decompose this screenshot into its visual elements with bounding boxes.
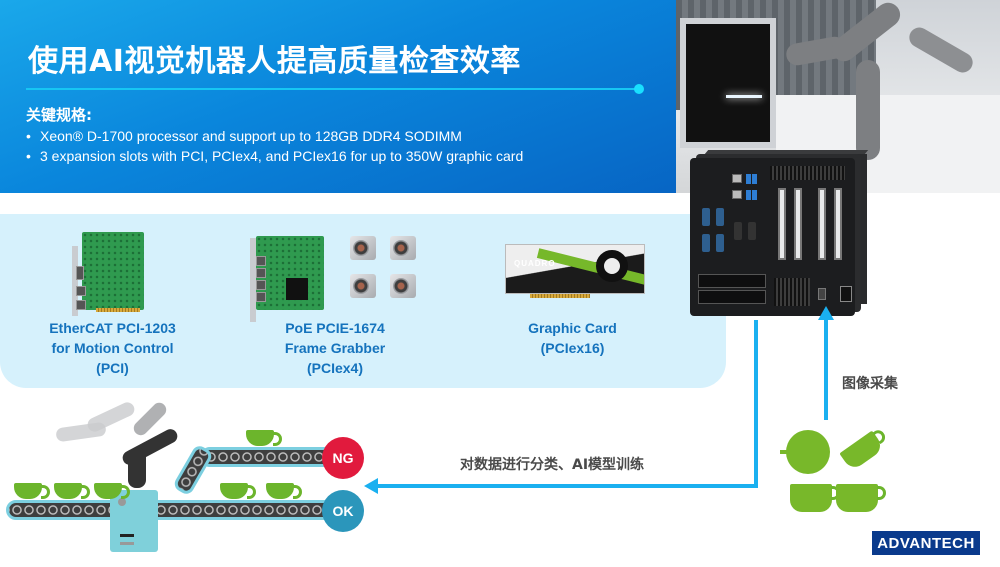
ethercat-card-image [82, 232, 144, 310]
spec-list: Xeon® D-1700 processor and support up to… [26, 126, 523, 166]
power-switch [818, 288, 826, 300]
graphic-card-image: QUADRO [505, 244, 645, 294]
ok-badge: OK [322, 490, 364, 532]
com-port [716, 234, 724, 252]
robot-arm-segment [905, 23, 977, 77]
drive-tray [698, 274, 766, 288]
poe-card-label: PoE PCIE-1674 Frame Grabber (PCIex4) [284, 320, 386, 376]
cup-tilted-icon [839, 430, 885, 472]
card-goldfinger [530, 294, 590, 298]
arrow-left-icon [364, 478, 378, 494]
vision-inspection-machine [110, 490, 158, 552]
drive-tray [698, 290, 766, 304]
robot-base-icon [128, 448, 146, 488]
cup-defect-icon [246, 430, 282, 446]
graphic-card-label: Graphic Card (PCIex16) [528, 320, 617, 356]
conveyor-ng-belt [200, 447, 340, 467]
com-port [734, 222, 742, 240]
card-bracket [250, 238, 256, 322]
expansion-slot [778, 188, 786, 260]
photo-light [726, 95, 762, 98]
usb-port [752, 190, 757, 200]
card-port [256, 268, 266, 278]
card-goldfinger [96, 308, 140, 312]
usb-port [746, 190, 751, 200]
card-port [256, 280, 266, 290]
ethercat-card-label: EtherCAT PCI-1203 for Motion Control (PC… [49, 320, 176, 376]
image-capture-label: 图像采集 [842, 376, 898, 392]
card-bracket [72, 246, 78, 316]
com-port [702, 208, 710, 226]
industrial-camera-icon [350, 274, 376, 298]
expansion-slot [834, 188, 842, 260]
cup-icon [54, 483, 90, 499]
flow-line-down [754, 320, 758, 488]
arrow-up-icon [818, 306, 834, 320]
spec-item: 3 expansion slots with PCI, PCIex4, and … [26, 146, 523, 166]
card-port [76, 300, 86, 310]
com-port [702, 234, 710, 252]
ng-badge: NG [322, 437, 364, 479]
power-inlet [840, 286, 852, 302]
industrial-pc-image [690, 150, 869, 320]
advantech-logo: ADVANTECH [872, 531, 980, 555]
vent-grille [774, 278, 810, 306]
divider-dot [634, 84, 644, 94]
usb-port [746, 174, 751, 184]
cup-icon [266, 483, 302, 499]
com-port [716, 208, 724, 226]
heatsink [286, 278, 308, 300]
robot-motion-ghost [85, 400, 137, 434]
cup-icon [220, 483, 256, 499]
cup-side-icon [790, 484, 840, 512]
card-port [256, 256, 266, 266]
usb-port [752, 174, 757, 184]
cup-top-view-icon [786, 430, 830, 474]
robot-inspection-photo [676, 0, 1000, 193]
industrial-camera-icon [390, 274, 416, 298]
industrial-camera-icon [390, 236, 416, 260]
conveyor-junction-belt [171, 443, 215, 497]
conveyor-ok-belt [6, 500, 346, 520]
gpu-fan-icon [596, 250, 628, 282]
page-title: 使用AI视觉机器人提高质量检查效率 [28, 44, 521, 79]
gpu-brand-text: QUADRO [514, 259, 556, 268]
flow-line-left [376, 484, 758, 488]
spec-heading: 关键规格: [26, 106, 92, 124]
cup-icon [14, 483, 50, 499]
photo-inspection-enclosure [680, 18, 776, 148]
card-port [76, 266, 84, 280]
com-port [748, 222, 756, 240]
expansion-slot [818, 188, 826, 260]
lan-port [732, 190, 742, 199]
flow-line-up [824, 318, 828, 420]
spec-item: Xeon® D-1700 processor and support up to… [26, 126, 523, 146]
title-divider [26, 88, 638, 90]
expansion-slot [794, 188, 802, 260]
lan-port [732, 174, 742, 183]
classify-train-label: 对数据进行分类、AI模型训练 [460, 457, 645, 473]
card-port [256, 292, 266, 302]
robot-arm-segment [856, 60, 880, 160]
cup-icon [94, 483, 130, 499]
vent-grille [770, 166, 845, 180]
card-port [76, 286, 86, 296]
cup-side-icon [836, 484, 886, 512]
industrial-camera-icon [350, 236, 376, 260]
